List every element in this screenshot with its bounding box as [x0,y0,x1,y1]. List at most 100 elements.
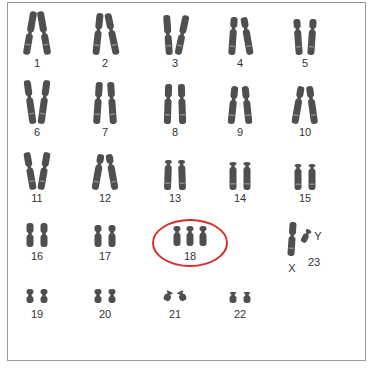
chromosome [174,15,189,56]
centromere [245,293,249,296]
chromosome-arm [240,17,249,29]
chromosome [164,84,172,124]
chromosome [306,86,318,125]
chromosome-band [246,114,251,116]
chromosome [37,11,52,56]
chromosome-arm [95,13,104,30]
chromosome [95,225,102,247]
chromosome-band [229,114,234,116]
chromosome [23,11,38,56]
chromosome-band [112,44,117,47]
chromosome-arm [178,165,186,190]
chromosome-arm [244,296,251,303]
chromosome-arm [174,226,181,231]
chromosome-arm [307,30,316,56]
chromosome [104,13,120,56]
chromosome [295,164,302,190]
chromosome-arm [108,30,120,55]
highlight-ellipse: 18 [152,219,228,267]
chromosome-arm [41,223,48,233]
chromosome-band [296,184,301,186]
chromosome-number: X [288,262,295,274]
chromosome-band [29,113,34,115]
chromosome-number: 7 [102,126,108,138]
chromosome-number: 20 [99,308,111,320]
chromosome-band [231,183,236,185]
centromere [231,293,235,296]
chromosome-arm [41,152,50,167]
chromosome [177,290,188,302]
centromere [296,27,300,30]
chromosome-arm [109,234,116,248]
chromosome-number: 6 [34,126,40,138]
chromosome-band [230,45,235,47]
chromosome-band [94,44,99,46]
chromosome-band [296,46,301,48]
centromere [28,294,32,297]
chromosome-arm [91,164,102,190]
chromosome [228,86,239,125]
centromere [28,232,32,235]
chromosome-band [166,45,171,47]
centromere [309,96,313,99]
chromosome [228,17,238,55]
chromosome [187,226,194,246]
chromosome-arm [230,17,238,28]
centromere [296,166,300,169]
centromere [180,32,184,36]
chromosome-arm [95,234,102,248]
chromosome-arm [165,35,173,55]
chromosome-arm [296,86,305,98]
chromosome-number: 13 [169,192,181,204]
chromosome-band [40,113,45,115]
chromosome-arm [174,233,181,246]
chromosome [300,228,312,243]
centromere [297,96,301,100]
centromere [42,31,46,35]
chromosome-band [25,43,30,45]
chromosome-band [165,114,170,116]
chromosome-arm [108,99,117,125]
chromosome-band [94,180,99,182]
centromere [167,292,171,296]
chromosome-arm [294,30,303,56]
chromosome-set [23,11,318,303]
centromere [180,163,184,166]
chromosome-arm [244,167,251,190]
chromosome-arm [164,99,172,124]
chromosome-arm [309,19,317,29]
chromosome-arm [41,80,50,97]
chromosome-arm [37,11,48,33]
chromosome-band [165,182,170,184]
chromosome-arm [295,169,302,190]
chromosome-arm [23,33,34,55]
chromosome-band [294,114,299,116]
centromere [290,234,294,237]
chromosome-band [246,45,251,47]
centromere [42,294,46,297]
chromosome-arm [187,233,194,246]
centromere [180,96,184,99]
chromosome-band [245,183,250,185]
chromosome-band [309,46,314,48]
chromosome [95,289,102,303]
chromosome-arm [41,289,48,295]
chromosome-arm [95,296,102,303]
chromosome [23,152,36,191]
chromosome-arm [230,86,238,99]
figure-frame [8,3,366,361]
chromosome [93,82,103,124]
chromosome [244,162,251,190]
chromosome-arm [95,82,103,98]
chromosome-arm [93,99,102,125]
chromosome-arm [96,154,105,164]
chromosome-number: 4 [237,57,243,69]
chromosome-number: Y [314,230,321,242]
centromere [110,96,114,99]
chromosome-arm [41,33,52,55]
chromosome [163,15,173,55]
centromere [305,231,309,235]
centromere [166,33,170,36]
